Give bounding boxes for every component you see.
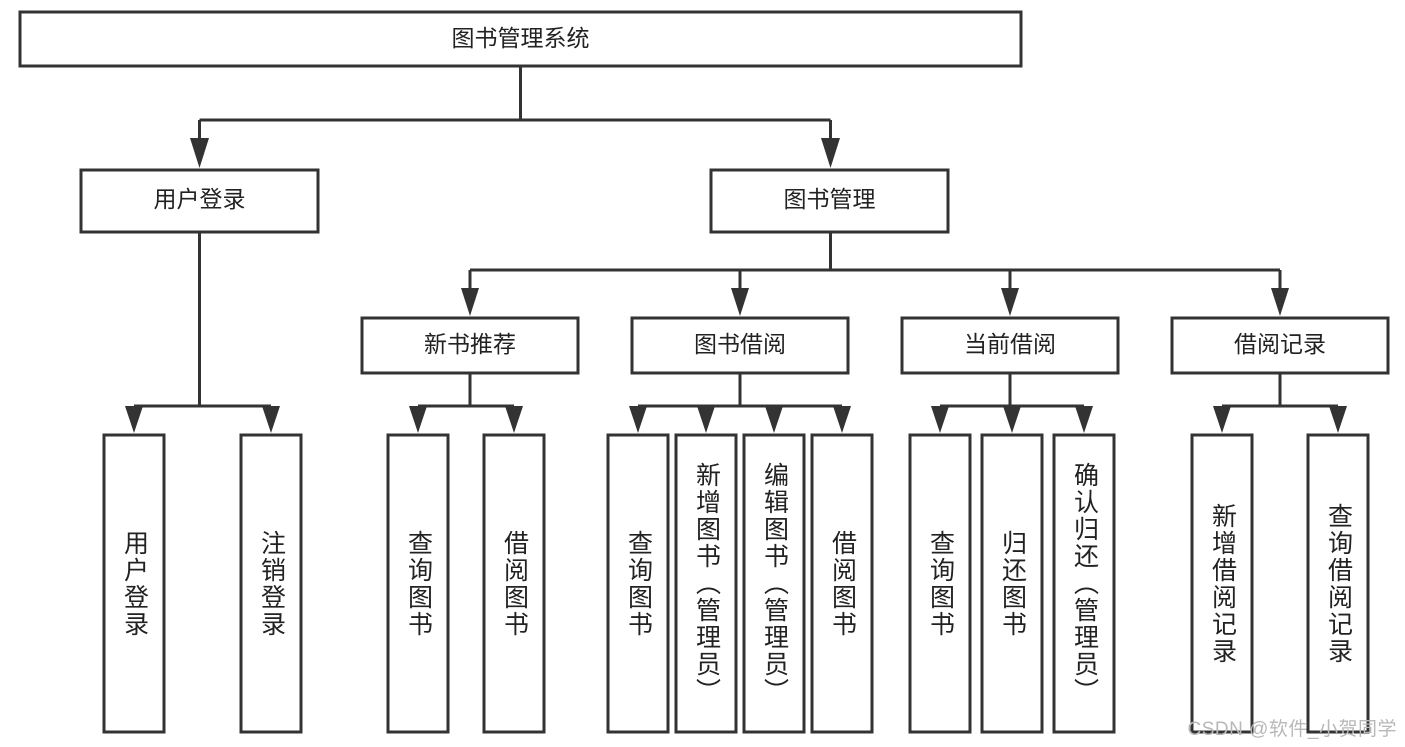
arrowhead-book-manage: [821, 138, 840, 168]
node-current-borrow[interactable]: 当前借阅: [900, 316, 1120, 375]
leaf-add-record-box[interactable]: [1190, 433, 1254, 734]
arrowhead-leaf-return-book: [1003, 406, 1021, 433]
connector-group-book-borrow: [629, 373, 851, 433]
arrowhead-leaf-logout-login: [262, 406, 280, 433]
connector-group-user-login: [125, 232, 280, 433]
leaf-borrow-book-2-box[interactable]: [810, 433, 874, 734]
arrowhead-new-book-recommend: [461, 288, 479, 316]
node-borrow-record-box[interactable]: [1170, 316, 1390, 375]
connector-group-borrow-record: [1213, 373, 1347, 433]
node-book-manage-box[interactable]: [709, 168, 950, 234]
connector-group-root: [190, 66, 840, 168]
arrowhead-leaf-query-record: [1329, 406, 1347, 433]
leaf-query-book-2-box[interactable]: [606, 433, 670, 734]
node-root-box[interactable]: [18, 10, 1023, 68]
arrowhead-leaf-query-book-2: [629, 406, 647, 433]
node-book-borrow-box[interactable]: [630, 316, 850, 375]
arrowhead-book-borrow: [731, 288, 749, 316]
node-current-borrow-label: 当前借阅: [964, 331, 1056, 357]
connector-group-current-borrow: [931, 373, 1093, 433]
leaf-query-book-3-box[interactable]: [908, 433, 972, 734]
arrowhead-leaf-confirm-return: [1075, 406, 1093, 433]
node-new-book-recommend-label: 新书推荐: [424, 331, 516, 357]
leaf-return-book-box[interactable]: [980, 433, 1044, 734]
arrowhead-leaf-edit-book: [765, 406, 783, 433]
arrowhead-leaf-borrow-book-1: [505, 406, 523, 433]
leaf-boxes: [102, 433, 1370, 734]
arrowhead-leaf-user-login: [125, 406, 143, 433]
leaf-edit-book-box[interactable]: [742, 433, 806, 734]
node-new-book-recommend[interactable]: 新书推荐: [360, 316, 580, 375]
connector-group-new-book-recommend: [409, 373, 523, 433]
node-root-label: 图书管理系统: [452, 25, 590, 51]
node-book-manage[interactable]: 图书管理: [709, 168, 950, 234]
leaf-query-book-1-box[interactable]: [386, 433, 450, 734]
node-current-borrow-box[interactable]: [900, 316, 1120, 375]
arrowhead-current-borrow: [1001, 288, 1019, 316]
leaf-query-record-box[interactable]: [1306, 433, 1370, 734]
arrowhead-leaf-add-book: [697, 406, 715, 433]
leaf-add-book-box[interactable]: [674, 433, 738, 734]
node-borrow-record[interactable]: 借阅记录: [1170, 316, 1390, 375]
node-book-borrow-label: 图书借阅: [694, 331, 786, 357]
connector-group-book-manage: [461, 232, 1289, 316]
arrowhead-leaf-borrow-book-2: [833, 406, 851, 433]
node-root[interactable]: 图书管理系统: [18, 10, 1023, 68]
csdn-watermark: CSDN @软件_小贺同学: [1187, 719, 1397, 740]
arrowhead-leaf-query-book-1: [409, 406, 427, 433]
arrowhead-user-login: [190, 138, 209, 168]
arrowhead-borrow-record: [1271, 288, 1289, 316]
node-user-login-label: 用户登录: [154, 186, 246, 212]
leaf-user-login-box[interactable]: [102, 433, 166, 734]
node-book-borrow[interactable]: 图书借阅: [630, 316, 850, 375]
node-user-login-box[interactable]: [79, 168, 320, 234]
arrowhead-leaf-add-record: [1213, 406, 1231, 433]
node-user-login[interactable]: 用户登录: [79, 168, 320, 234]
arrowhead-leaf-query-book-3: [931, 406, 949, 433]
leaf-confirm-return-box[interactable]: [1052, 433, 1116, 734]
node-borrow-record-label: 借阅记录: [1234, 331, 1326, 357]
leaf-logout-login-box[interactable]: [239, 433, 303, 734]
node-book-manage-label: 图书管理: [784, 186, 876, 212]
leaf-borrow-book-1-box[interactable]: [482, 433, 546, 734]
node-new-book-recommend-box[interactable]: [360, 316, 580, 375]
